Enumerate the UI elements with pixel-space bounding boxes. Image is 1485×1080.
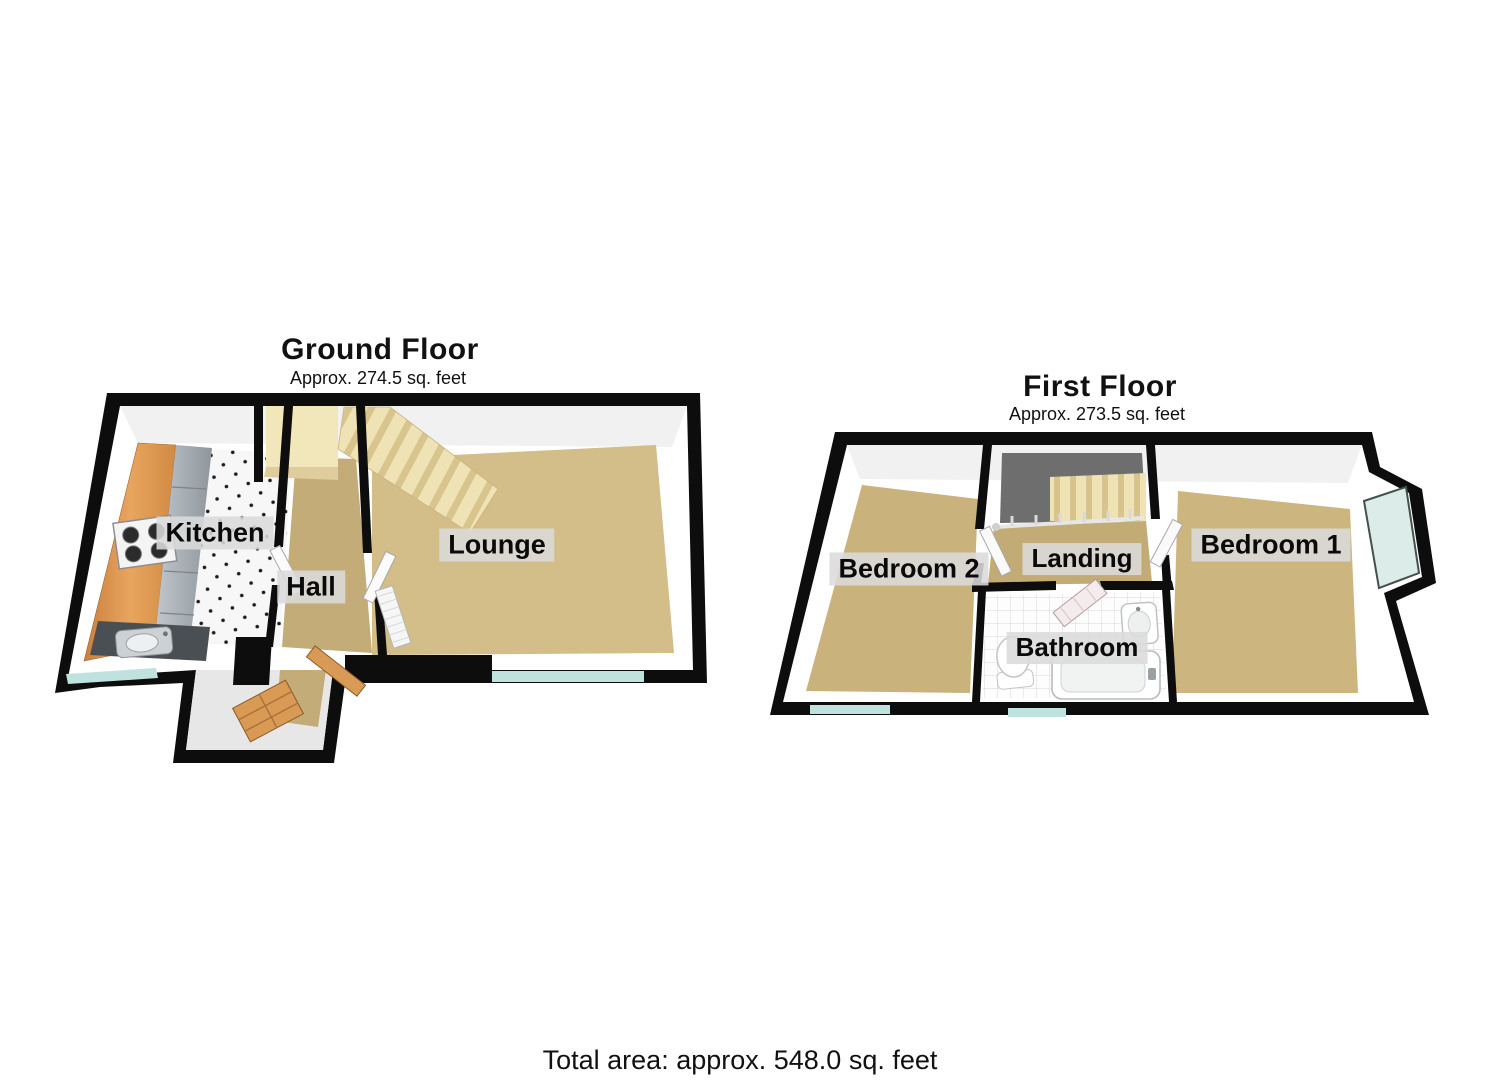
front-door [231,679,305,743]
ground-floor-title: Ground Floor [281,333,479,366]
bedroom2-floor [806,485,978,693]
ground-floor-subtitle: Approx. 274.5 sq. feet [289,368,467,388]
ground-interior-walls [233,406,492,685]
hall-wood-door [305,645,367,697]
bedroom2-window [810,705,890,714]
room-label-bedroom1: Bedroom 1 [1191,528,1351,562]
radiator-panel [374,585,412,649]
ground-floor-plan [55,393,707,763]
stairwell-steps [1050,473,1146,521]
bedroom1-floor [1172,491,1358,693]
banister [992,509,1145,531]
bedroom1-door [1149,518,1184,568]
room-label-bedroom2: Bedroom 2 [829,552,989,586]
total-area-text: Total area: approx. 548.0 sq. feet [542,1045,938,1075]
staircase [337,406,499,534]
hall-floor [282,457,372,653]
kitchen-window [66,668,158,684]
room-label-hall: Hall [277,570,345,604]
kitchen-sink [115,626,174,659]
room-label-kitchen: Kitchen [156,516,274,550]
room-label-bathroom: Bathroom [1006,632,1148,664]
bedroom1-bay-window [1362,485,1421,590]
bedroom2-door [978,525,1013,577]
room-label-landing: Landing [1022,543,1142,575]
bathroom-window [1008,708,1066,717]
first-interior-walls [972,445,1177,702]
room-label-lounge: Lounge [439,528,555,562]
first-floor-subtitle: Approx. 273.5 sq. feet [1008,404,1186,424]
lounge-window [492,671,644,682]
lounge-door [362,550,397,604]
first-floor-title: First Floor [1023,370,1177,403]
bathroom-door [1052,578,1108,628]
stairs-platform [266,406,338,467]
